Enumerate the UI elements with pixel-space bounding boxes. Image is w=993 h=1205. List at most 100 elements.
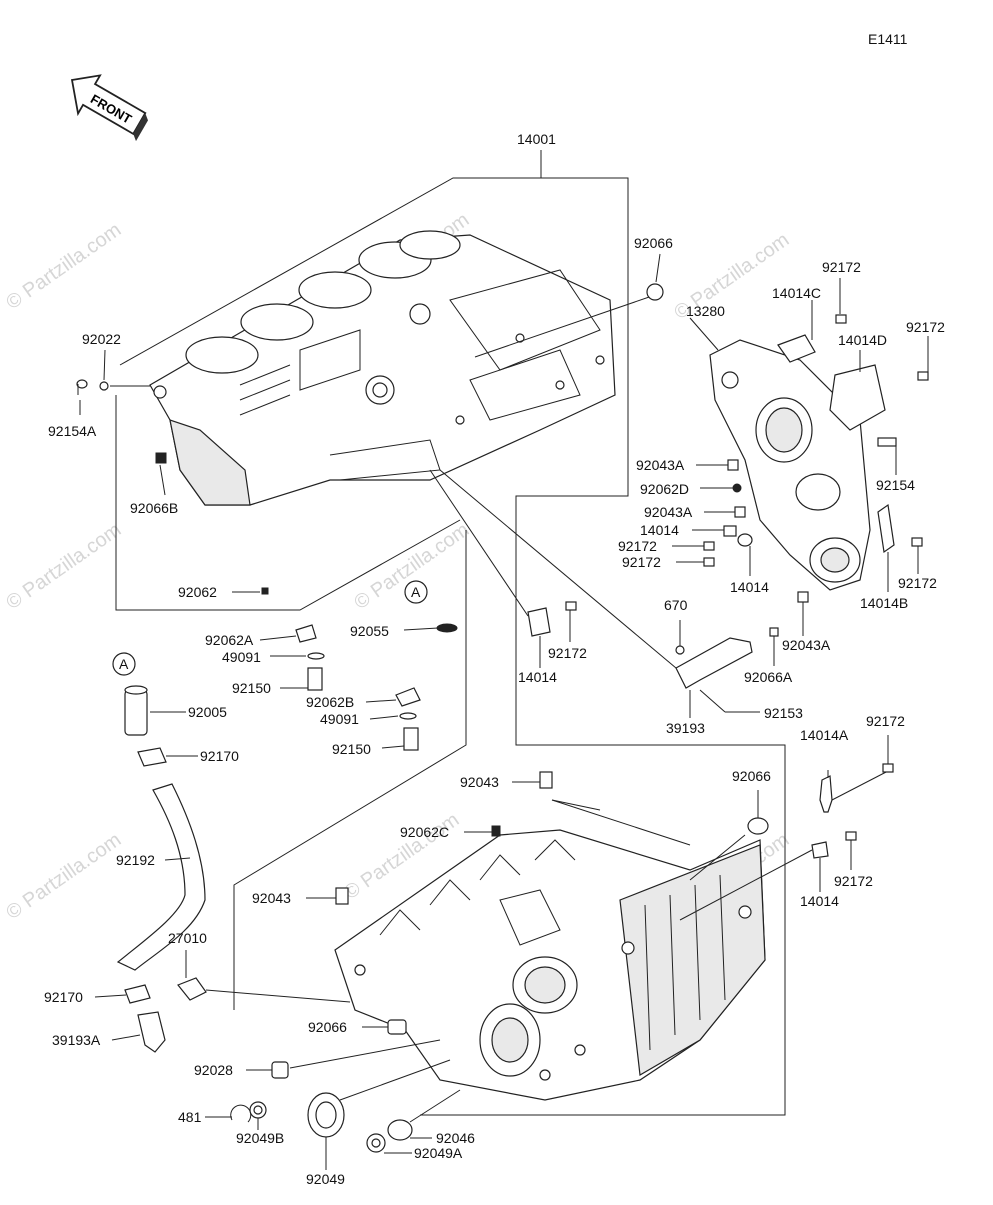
label-92049B: 92049B bbox=[236, 1130, 284, 1146]
lower-crankcase bbox=[334, 829, 766, 1101]
label-92043: 92043 bbox=[252, 890, 291, 906]
label-92028: 92028 bbox=[194, 1062, 233, 1078]
label-14014: 14014 bbox=[518, 669, 557, 685]
callout-a-text: A bbox=[119, 656, 129, 672]
plate-14014-c2 bbox=[737, 533, 753, 547]
label-92153: 92153 bbox=[764, 705, 803, 721]
bolt-92154 bbox=[877, 437, 897, 447]
bolt-92172-c1 bbox=[703, 541, 715, 551]
plate-14014A bbox=[819, 775, 833, 813]
label-92192: 92192 bbox=[116, 852, 155, 868]
plug-92066B bbox=[155, 452, 167, 464]
label-92172: 92172 bbox=[866, 713, 905, 729]
label-92172: 92172 bbox=[822, 259, 861, 275]
watermark-text: © Partzilla.com bbox=[2, 219, 125, 314]
label-92005: 92005 bbox=[188, 704, 227, 720]
label-670: 670 bbox=[664, 597, 688, 613]
front-arrow-icon: FRONT bbox=[70, 74, 148, 142]
bolt-92172-c bbox=[835, 314, 847, 324]
bolt-92172-c3 bbox=[911, 537, 923, 547]
label-92043A: 92043A bbox=[636, 457, 685, 473]
bolt-92150a bbox=[307, 667, 323, 691]
gasket-14014B bbox=[877, 503, 895, 554]
label-481: 481 bbox=[178, 1109, 202, 1125]
hose-92192 bbox=[116, 783, 206, 971]
clamp-92170b bbox=[124, 984, 151, 1004]
label-92046: 92046 bbox=[436, 1130, 475, 1146]
callout-a-marker bbox=[112, 652, 136, 676]
label-92049: 92049 bbox=[306, 1171, 345, 1187]
label-92043: 92043 bbox=[460, 774, 499, 790]
plug-92066-top bbox=[646, 283, 664, 301]
switch-27010 bbox=[177, 977, 207, 1001]
plate-14014-mid bbox=[527, 607, 551, 637]
label-92043A: 92043A bbox=[644, 504, 693, 520]
callout-a-marker bbox=[404, 580, 428, 604]
label-14014: 14014 bbox=[640, 522, 679, 538]
bolt-92154A bbox=[76, 379, 88, 389]
watermark-text: © Partzilla.com bbox=[2, 519, 125, 614]
clip-92062A bbox=[295, 624, 317, 643]
label-92062D: 92062D bbox=[640, 481, 689, 497]
dowel-92043a bbox=[539, 771, 553, 789]
pipe-92005 bbox=[124, 689, 148, 736]
clamp-92170a bbox=[137, 747, 167, 767]
bolt-92172-d bbox=[917, 371, 929, 381]
label-92062A: 92062A bbox=[205, 632, 254, 648]
label-92154: 92154 bbox=[876, 477, 915, 493]
bolt-92172-r1 bbox=[882, 763, 894, 773]
bolt-92150b bbox=[403, 727, 419, 751]
left-small-parts: A A bbox=[76, 379, 458, 1053]
label-92172: 92172 bbox=[898, 575, 937, 591]
label-92150: 92150 bbox=[232, 680, 271, 696]
bolt-92172-mid bbox=[565, 601, 577, 611]
clip-92062B bbox=[395, 687, 421, 707]
label-92062: 92062 bbox=[178, 584, 217, 600]
oil-pipe-assembly bbox=[439, 469, 779, 713]
label-92062C: 92062C bbox=[400, 824, 449, 840]
pin-92062C bbox=[491, 825, 501, 837]
label-92066: 92066 bbox=[308, 1019, 347, 1035]
washer-92022 bbox=[99, 381, 109, 391]
label-14014C: 14014C bbox=[772, 285, 821, 301]
middle-small-parts bbox=[335, 469, 894, 921]
plug-92066-mid bbox=[387, 1019, 407, 1035]
label-92172: 92172 bbox=[618, 538, 657, 554]
label-13280: 13280 bbox=[686, 303, 725, 319]
label-49091: 49091 bbox=[222, 649, 261, 665]
fitting-39193A bbox=[137, 1011, 166, 1053]
bolt-92172-r2 bbox=[845, 831, 857, 841]
label-92154A: 92154A bbox=[48, 423, 97, 439]
pipe-39193 bbox=[675, 637, 753, 689]
label-39193A: 39193A bbox=[52, 1032, 101, 1048]
bushing-92046 bbox=[387, 1119, 413, 1141]
plug-92066-right bbox=[747, 817, 769, 835]
crankcase-assembly-bracket bbox=[115, 150, 786, 1116]
label-92066B: 92066B bbox=[130, 500, 178, 516]
label-92066: 92066 bbox=[634, 235, 673, 251]
label-92172: 92172 bbox=[834, 873, 873, 889]
part-labels: 14001 92066 92022 92154A 92066B 92062 92… bbox=[44, 131, 945, 1187]
label-92172: 92172 bbox=[906, 319, 945, 335]
label-92066: 92066 bbox=[732, 768, 771, 784]
o-ring-49091a bbox=[307, 652, 325, 660]
circlip-481 bbox=[230, 1104, 252, 1123]
label-92055: 92055 bbox=[350, 623, 389, 639]
leader-lines bbox=[79, 253, 929, 1170]
o-ring-49091b bbox=[399, 712, 417, 720]
label-27010: 27010 bbox=[168, 930, 207, 946]
label-92049A: 92049A bbox=[414, 1145, 463, 1161]
label-14014D: 14014D bbox=[838, 332, 887, 348]
pin-92062D bbox=[732, 483, 742, 493]
label-92022: 92022 bbox=[82, 331, 121, 347]
label-92170: 92170 bbox=[200, 748, 239, 764]
label-14001: 14001 bbox=[517, 131, 556, 147]
label-14014B: 14014B bbox=[860, 595, 908, 611]
dowel-92043A-2 bbox=[734, 506, 746, 518]
callout-a-text: A bbox=[411, 584, 421, 600]
bolt-92153 bbox=[699, 689, 726, 713]
seal-92055 bbox=[436, 623, 458, 633]
collar-92028 bbox=[271, 1061, 289, 1079]
label-92062B: 92062B bbox=[306, 694, 354, 710]
right-cover bbox=[474, 283, 929, 603]
